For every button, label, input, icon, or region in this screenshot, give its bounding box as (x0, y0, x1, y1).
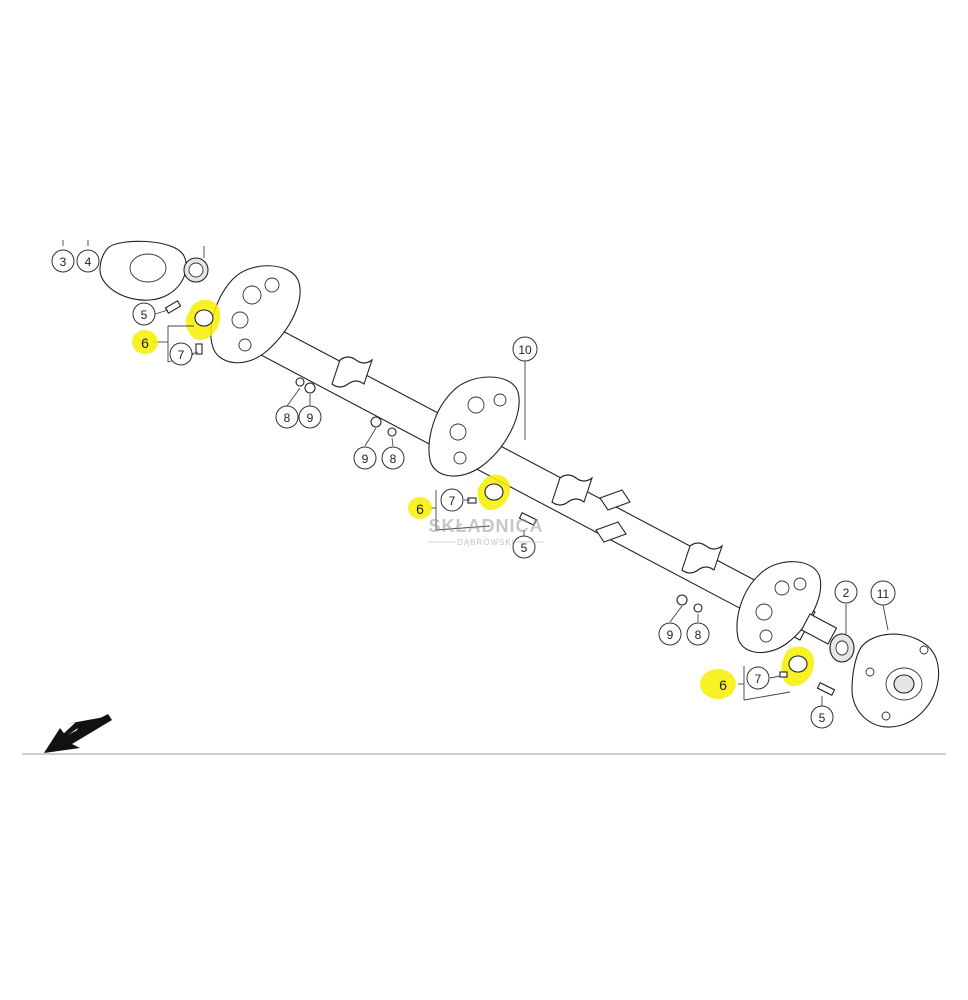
callout-10: 10 (512, 336, 538, 362)
callout-4: 4 (76, 249, 100, 273)
callout-6-mid: 6 (416, 501, 424, 517)
callout-7-left-label: 7 (178, 348, 185, 362)
callout-3: 3 (51, 249, 75, 273)
part-6-middle-highlighted (467, 474, 538, 526)
callout-5-right: 5 (810, 705, 834, 729)
left-flange-plate (210, 265, 301, 364)
leader-lines (62, 240, 889, 706)
shaft-brackets (595, 489, 631, 543)
callout-6-mid-label: 6 (416, 501, 424, 517)
callout-7-mid-label: 7 (449, 494, 456, 508)
callout-8-right: 8 (686, 622, 710, 646)
callout-7-right: 7 (746, 666, 770, 690)
callout-5-left: 5 (132, 302, 156, 326)
middle-flange-plate (428, 376, 520, 477)
callout-8-mid-label: 8 (390, 452, 397, 466)
watermark-sub: DĄBROWSKI (457, 538, 515, 547)
callout-6-left: 6 (141, 335, 149, 351)
callout-2-label: 2 (843, 586, 850, 600)
callout-6-left-label: 6 (141, 335, 149, 351)
callout-7-right-label: 7 (755, 672, 762, 686)
callout-6-right-label: 6 (719, 677, 727, 693)
right-bearing-housing (851, 633, 940, 728)
callout-9-left-label: 9 (307, 411, 314, 425)
callout-8-right-label: 8 (695, 628, 702, 642)
part-6-right-highlighted (779, 646, 836, 696)
callout-11: 11 (870, 580, 896, 606)
callout-9-mid: 9 (353, 446, 377, 470)
callout-5-mid: 5 (512, 535, 536, 559)
callout-11-label: 11 (877, 587, 890, 601)
callout-3-label: 3 (60, 255, 67, 269)
callout-8-left-label: 8 (284, 411, 291, 425)
shaft (243, 317, 816, 641)
small-fasteners (164, 300, 703, 613)
left-bearing-housing (99, 240, 209, 301)
callout-6-right: 6 (719, 677, 727, 693)
callout-8-left: 8 (275, 405, 299, 429)
callout-8-mid: 8 (381, 446, 405, 470)
callout-4-label: 4 (85, 255, 92, 269)
callout-5-left-label: 5 (141, 308, 148, 322)
callout-5-mid-label: 5 (521, 541, 528, 555)
part-6-left-highlighted (185, 299, 221, 355)
direction-arrow-icon (44, 714, 112, 753)
callout-9-mid-label: 9 (362, 452, 369, 466)
callout-9-right-label: 9 (667, 628, 674, 642)
right-bearing (800, 613, 855, 663)
watermark-name: SKŁADNICA (429, 516, 544, 536)
watermark: SKŁADNICA DĄBROWSKI (428, 516, 544, 547)
label-highlights (132, 330, 736, 699)
callout-9-right: 9 (658, 622, 682, 646)
callout-5-right-label: 5 (819, 711, 826, 725)
callout-10-label: 10 (518, 343, 532, 357)
callout-2: 2 (834, 580, 858, 604)
callout-7-left: 7 (169, 342, 193, 366)
callout-9-left: 9 (298, 405, 322, 429)
callout-7-mid: 7 (440, 488, 464, 512)
right-flange-plate (736, 561, 822, 654)
